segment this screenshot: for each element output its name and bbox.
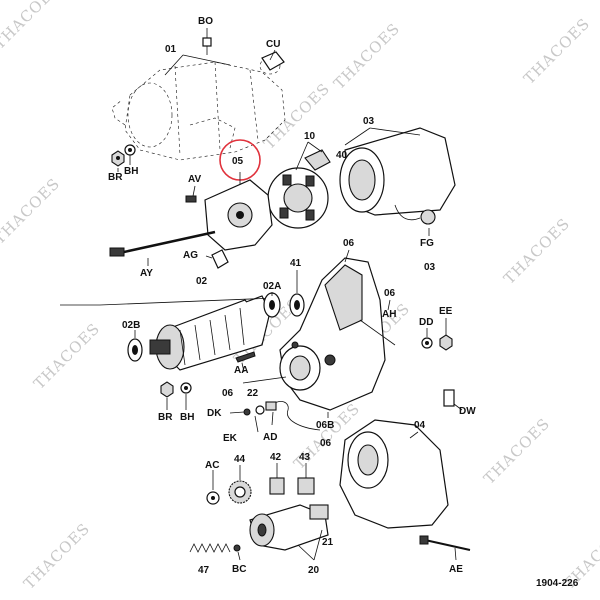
bracket-cu — [261, 51, 285, 71]
washer-bh — [124, 144, 136, 156]
label-ag: AG — [183, 250, 198, 261]
drive-housing — [279, 257, 396, 411]
label-aa: AA — [234, 365, 248, 376]
nut-dd — [421, 337, 433, 349]
label-ae: AE — [449, 564, 463, 575]
label-02: 02 — [196, 276, 208, 287]
label-ay: AY — [140, 268, 153, 279]
label-03: 03 — [363, 116, 375, 127]
label-br: BR — [108, 172, 123, 183]
screw-dk — [243, 408, 251, 416]
label-43: 43 — [299, 452, 311, 463]
starter-assembly-ghost — [111, 57, 286, 161]
label-02b: 02B — [122, 320, 140, 331]
label-dw: DW — [459, 406, 476, 417]
label-cu: CU — [266, 39, 280, 50]
label-06-right: 06 — [384, 288, 396, 299]
end-cover — [204, 179, 273, 251]
label-bh-lower: BH — [180, 412, 194, 423]
label-ac: AC — [205, 460, 219, 471]
label-02a: 02A — [263, 281, 281, 292]
label-42: 42 — [270, 452, 282, 463]
gear-44 — [228, 480, 252, 504]
watermark-text: THACOES — [260, 79, 333, 152]
label-22: 22 — [247, 388, 259, 399]
plug-dw — [443, 389, 455, 407]
watermark-text: THACOES — [0, 0, 64, 53]
drive-end-cover — [339, 419, 449, 529]
watermark-text: THACOES — [0, 174, 64, 247]
highlight-callout-05[interactable]: 05 — [219, 139, 261, 185]
label-dk: DK — [207, 408, 222, 419]
label-47: 47 — [198, 565, 210, 576]
watermark-text: THACOES — [30, 319, 103, 392]
bolt-ae — [419, 535, 471, 551]
watermark-text: THACOES — [330, 19, 403, 92]
label-06-mid: 06 — [222, 388, 234, 399]
label-fg-03: 03 — [424, 262, 436, 273]
label-bh: BH — [124, 166, 138, 177]
label-06-top: 06 — [343, 238, 355, 249]
label-ad: AD — [263, 432, 277, 443]
gear-42 — [269, 477, 285, 495]
label-41: 41 — [290, 258, 302, 269]
plug-ag — [211, 249, 229, 269]
bearing-02b — [127, 338, 143, 362]
label-ah: AH — [382, 309, 396, 320]
label-10: 10 — [304, 131, 316, 142]
label-06-bottom: 06 — [320, 438, 332, 449]
label-bc: BC — [232, 564, 246, 575]
label-dd: DD — [419, 317, 433, 328]
label-44: 44 — [234, 454, 246, 465]
gear-43 — [297, 477, 315, 495]
screw-br-lower — [160, 381, 174, 398]
nut-br — [111, 150, 125, 167]
bearing-41 — [289, 293, 305, 317]
watermark-text: THACOES — [500, 214, 573, 287]
ring-bc — [233, 544, 241, 552]
label-fg: FG — [420, 238, 434, 249]
label-br-lower: BR — [158, 412, 173, 423]
label-01: 01 — [165, 44, 177, 55]
leader-lines — [117, 28, 463, 561]
washer-ac — [206, 491, 220, 505]
spring-ad — [265, 400, 321, 431]
pinion-clutch — [249, 504, 329, 551]
label-ee: EE — [439, 306, 453, 317]
through-bolt-ay — [109, 230, 216, 257]
field-housing — [339, 127, 456, 225]
screw-av — [185, 195, 197, 203]
label-av: AV — [188, 174, 201, 185]
label-04: 04 — [414, 420, 426, 431]
pin-aa — [235, 351, 256, 363]
part-labels: BO 01 CU BR BH 10 03 40 AV FG 03 AY AG 0… — [108, 16, 476, 576]
label-21: 21 — [322, 537, 334, 548]
bearing-02a — [263, 292, 281, 318]
nut-ee — [439, 334, 453, 351]
bolt-bo — [202, 37, 212, 55]
brush-holder — [267, 149, 331, 229]
drawing-number: 1904-226 — [536, 578, 579, 589]
watermark-text: THACOES — [520, 14, 593, 87]
label-ek: EK — [223, 433, 238, 444]
watermark-text: THACOES — [20, 519, 93, 592]
label-bo: BO — [198, 16, 213, 27]
washer-dk — [255, 405, 265, 415]
label-05: 05 — [232, 156, 244, 167]
label-40: 40 — [336, 150, 348, 161]
spring-47 — [189, 543, 231, 553]
label-20: 20 — [308, 565, 320, 576]
washer-bh-lower — [180, 382, 192, 394]
watermark-text: THACOES — [480, 414, 553, 487]
label-06b: 06B — [316, 420, 334, 431]
